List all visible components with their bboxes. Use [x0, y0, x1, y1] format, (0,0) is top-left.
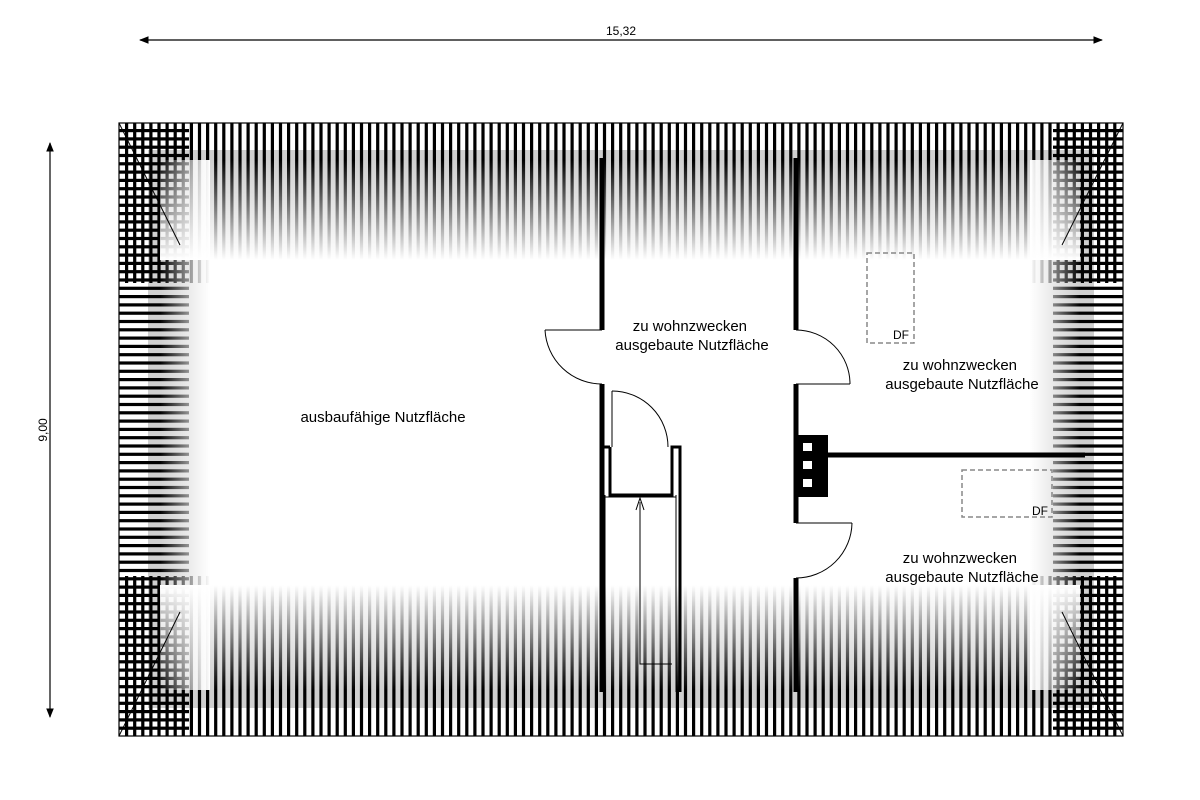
door-center-left [544, 329, 603, 385]
room-label-right-top-line1: zu wohnzwecken [903, 357, 1017, 374]
skylight-top: DF [866, 252, 915, 344]
room-label-center-line1: zu wohnzwecken [633, 318, 747, 335]
width-dimension-label: 15,32 [606, 24, 636, 38]
room-label-right-top: zu wohnzwecken ausgebaute Nutzfläche [885, 357, 1038, 393]
door-right-bottom [795, 522, 853, 579]
outer-border [118, 122, 1124, 737]
chimney [796, 435, 828, 497]
room-label-right-bottom-line1: zu wohnzwecken [903, 550, 1017, 567]
width-dimension: 15,32 [139, 24, 1103, 44]
room-label-center-line2: ausgebaute Nutzfläche [615, 337, 768, 354]
room-label-center: zu wohnzwecken ausgebaute Nutzfläche [615, 318, 768, 354]
room-label-right-bottom: zu wohnzwecken ausgebaute Nutzfläche [885, 550, 1038, 586]
skylight-bottom-label: DF [1032, 504, 1048, 518]
door-center-right [795, 329, 851, 385]
height-dimension-label: 9,00 [36, 418, 50, 442]
roof-fade [160, 160, 1080, 690]
room-label-left: ausbaufähige Nutzfläche [300, 409, 465, 426]
height-dimension: 9,00 [36, 142, 54, 718]
room-label-right-top-line2: ausgebaute Nutzfläche [885, 376, 1038, 393]
door-stair [611, 390, 669, 448]
stair-direction-arrow [635, 496, 672, 665]
stair-enclosure [602, 445, 682, 692]
room-label-right-bottom-line2: ausgebaute Nutzfläche [885, 569, 1038, 586]
skylight-top-label: DF [893, 328, 909, 342]
skylight-bottom: DF [961, 469, 1053, 518]
